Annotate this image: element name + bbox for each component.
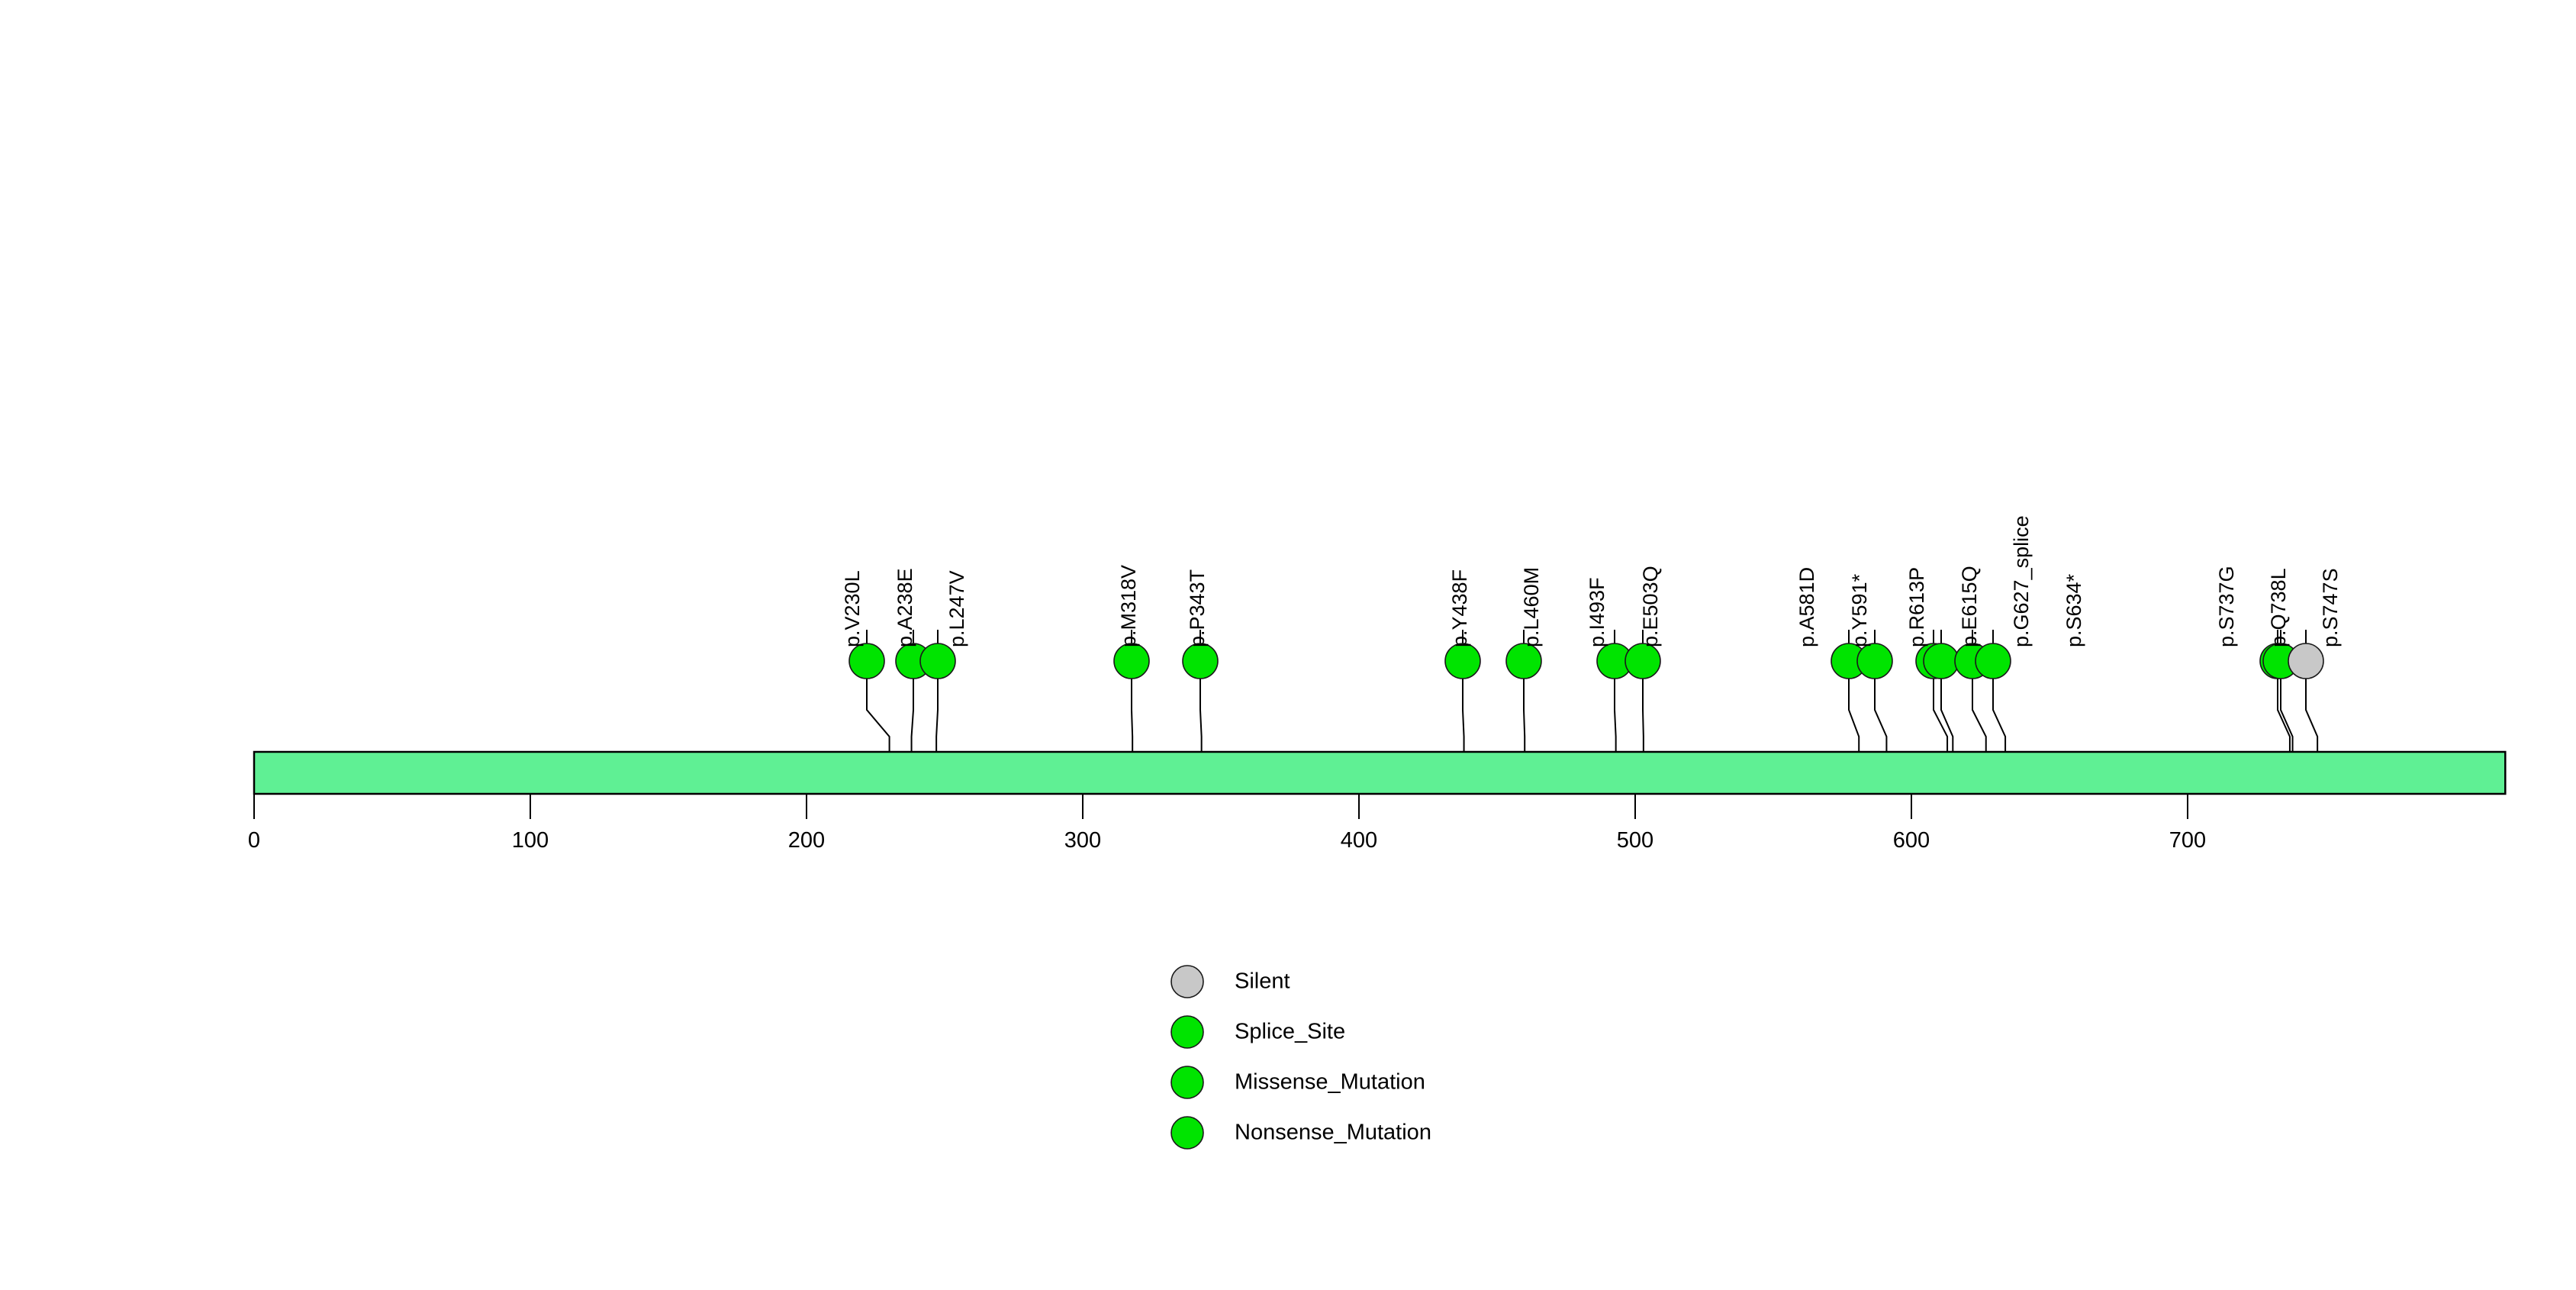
- axis-tick-label: 300: [1064, 828, 1102, 853]
- protein-bar-layer: [253, 750, 2507, 795]
- legend-label: Silent: [1235, 969, 1290, 994]
- mutation-label: p.Y438F: [1448, 569, 1471, 647]
- legend-markers-layer: [1170, 965, 1204, 1150]
- mutation-marker[interactable]: [848, 643, 885, 679]
- mutation-label: p.S737G: [2215, 566, 2238, 647]
- axis-tick-label: 0: [247, 828, 261, 853]
- axis-tick-label: 600: [1892, 828, 1930, 853]
- mutation-marker[interactable]: [1182, 643, 1219, 679]
- legend-label: Missense_Mutation: [1235, 1069, 1425, 1095]
- axis-tick-label: 700: [2169, 828, 2207, 853]
- mutation-marker[interactable]: [1856, 643, 1893, 679]
- axis-tick-label: 200: [787, 828, 826, 853]
- mutation-marker[interactable]: [1505, 643, 1542, 679]
- mutation-marker[interactable]: [1113, 643, 1150, 679]
- mutation-marker[interactable]: [1624, 643, 1661, 679]
- mutation-label: p.P343T: [1186, 569, 1209, 647]
- mutation-marker[interactable]: [919, 643, 956, 679]
- legend-marker[interactable]: [1170, 1066, 1204, 1099]
- legend-label: Nonsense_Mutation: [1235, 1120, 1431, 1145]
- mutation-label: p.R613P: [1905, 566, 1928, 647]
- mutation-label: p.G627_splice: [2010, 515, 2033, 647]
- mutation-label: p.V230L: [841, 570, 864, 647]
- x-axis-layer: [253, 794, 2188, 819]
- mutation-label: p.E615Q: [1958, 566, 1981, 647]
- mutation-label: p.A581D: [1795, 566, 1818, 647]
- mutation-label: p.Q738L: [2267, 568, 2290, 647]
- mutation-markers-layer: [848, 643, 2324, 679]
- mutation-label: p.A238E: [894, 568, 916, 647]
- mutation-marker[interactable]: [1975, 643, 2011, 679]
- legend-label: Splice_Site: [1235, 1019, 1346, 1044]
- mutation-label: p.L460M: [1520, 566, 1543, 647]
- legend-marker[interactable]: [1170, 965, 1204, 998]
- mutation-label: p.M318V: [1117, 564, 1140, 647]
- mutation-marker[interactable]: [1444, 643, 1481, 679]
- protein-bar: [253, 750, 2507, 795]
- axis-tick-label: 400: [1340, 828, 1378, 853]
- legend-marker[interactable]: [1170, 1015, 1204, 1049]
- axis-tick-label: 500: [1616, 828, 1654, 853]
- mutation-label: p.I493F: [1586, 577, 1608, 647]
- axis-tick-label: 100: [511, 828, 549, 853]
- mutation-label: p.S634*: [2062, 573, 2085, 647]
- mutation-label: p.S747S: [2319, 568, 2342, 647]
- mutation-marker[interactable]: [2288, 643, 2324, 679]
- mutation-marker[interactable]: [1923, 643, 1959, 679]
- mutation-label: p.Y591*: [1848, 573, 1871, 647]
- legend-marker[interactable]: [1170, 1116, 1204, 1150]
- mutation-label: p.E503Q: [1639, 566, 1662, 647]
- mutation-label: p.L247V: [945, 570, 968, 647]
